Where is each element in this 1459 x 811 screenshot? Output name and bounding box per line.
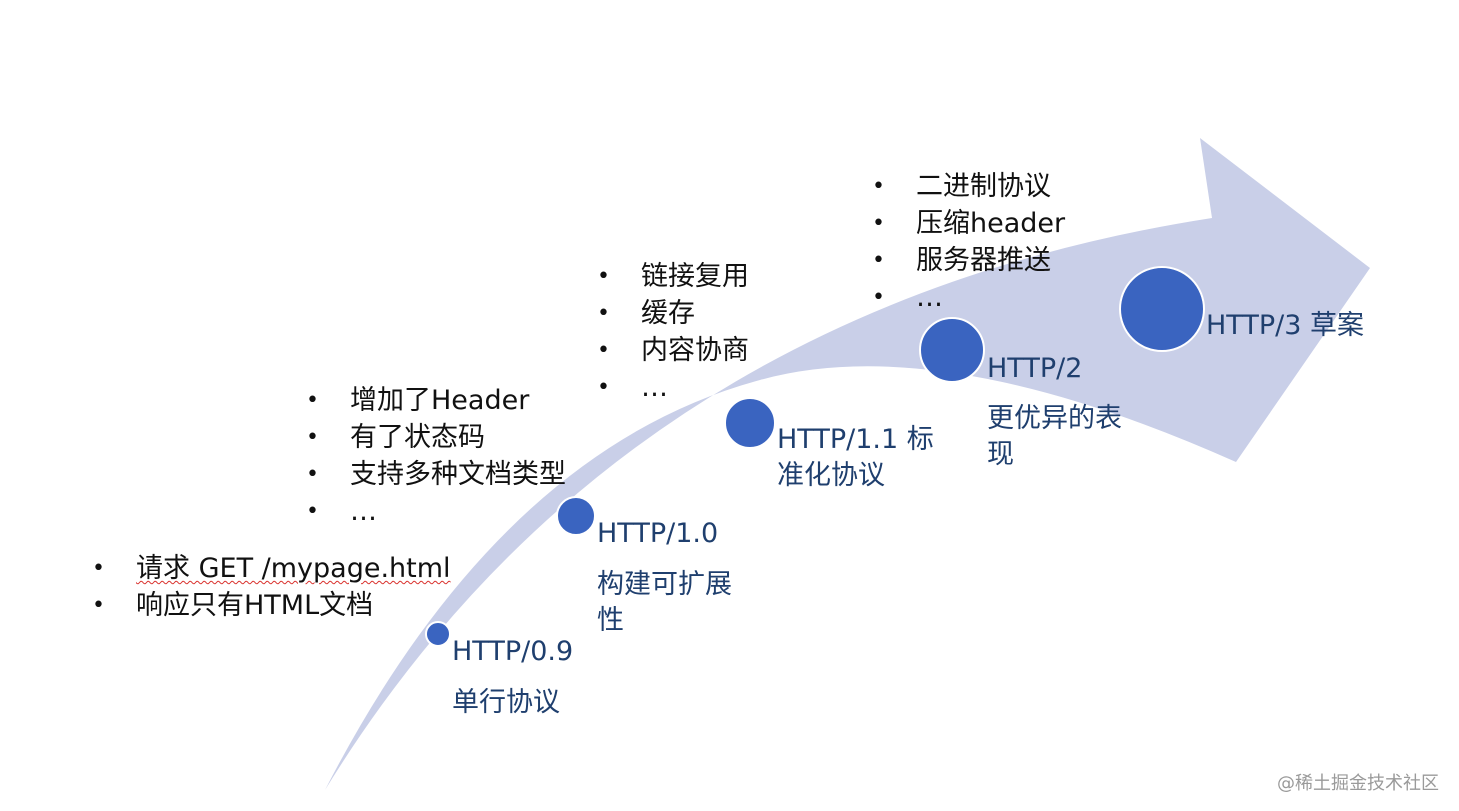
features-http2: 二进制协议 压缩header 服务器推送 … xyxy=(872,168,1065,316)
feature-text: 增加了Header xyxy=(350,385,530,416)
feature-text: … xyxy=(350,496,377,527)
feature-item: … xyxy=(872,279,1065,316)
version-http3: HTTP/3 草案 xyxy=(1206,310,1364,341)
feature-text: 链接复用 xyxy=(641,261,749,292)
node-http11 xyxy=(724,397,776,449)
feature-item: … xyxy=(306,493,566,530)
feature-item: 有了状态码 xyxy=(306,419,566,456)
feature-text: 有了状态码 xyxy=(350,422,485,453)
feature-item: 增加了Header xyxy=(306,382,566,419)
watermark: @稀土掘金技术社区 xyxy=(1277,773,1439,794)
feature-text: 压缩header xyxy=(916,208,1066,239)
feature-item: … xyxy=(597,369,749,406)
desc-http10: 构建可扩展性 xyxy=(597,569,732,636)
version-http09: HTTP/0.9 xyxy=(452,636,574,667)
feature-item: 支持多种文档类型 xyxy=(306,456,566,493)
feature-item: 缓存 xyxy=(597,295,749,332)
feature-text: 响应只有HTML文档 xyxy=(136,590,374,621)
features-http09: 请求 GET /mypage.html 响应只有HTML文档 xyxy=(92,550,451,624)
feature-item: 请求 GET /mypage.html xyxy=(92,550,451,587)
feature-text: … xyxy=(641,372,668,403)
feature-text: 二进制协议 xyxy=(916,171,1051,202)
version-http2: HTTP/2 xyxy=(987,353,1083,384)
feature-item: 内容协商 xyxy=(597,332,749,369)
feature-text: 缓存 xyxy=(641,298,695,329)
feature-item: 二进制协议 xyxy=(872,168,1065,205)
desc-http2: 更优异的表现 xyxy=(987,403,1122,470)
feature-text: … xyxy=(916,282,943,313)
feature-item: 服务器推送 xyxy=(872,242,1065,279)
feature-item: 响应只有HTML文档 xyxy=(92,587,451,624)
desc-http09: 单行协议 xyxy=(452,687,560,718)
node-http3 xyxy=(1119,266,1205,352)
node-http2 xyxy=(919,317,985,383)
feature-text: 支持多种文档类型 xyxy=(350,459,566,490)
curved-arrow-shape xyxy=(325,138,1370,790)
feature-item: 链接复用 xyxy=(597,258,749,295)
node-http09 xyxy=(425,621,451,647)
features-http11: 链接复用 缓存 内容协商 … xyxy=(597,258,749,406)
feature-text: 请求 GET /mypage.html xyxy=(136,553,451,584)
feature-text: 内容协商 xyxy=(641,335,749,366)
feature-item: 压缩header xyxy=(872,205,1065,242)
feature-text: 服务器推送 xyxy=(916,245,1051,276)
version-http11: HTTP/1.1 标准化协议 xyxy=(777,424,934,491)
version-http10: HTTP/1.0 xyxy=(597,518,719,549)
features-http10: 增加了Header 有了状态码 支持多种文档类型 … xyxy=(306,382,566,530)
